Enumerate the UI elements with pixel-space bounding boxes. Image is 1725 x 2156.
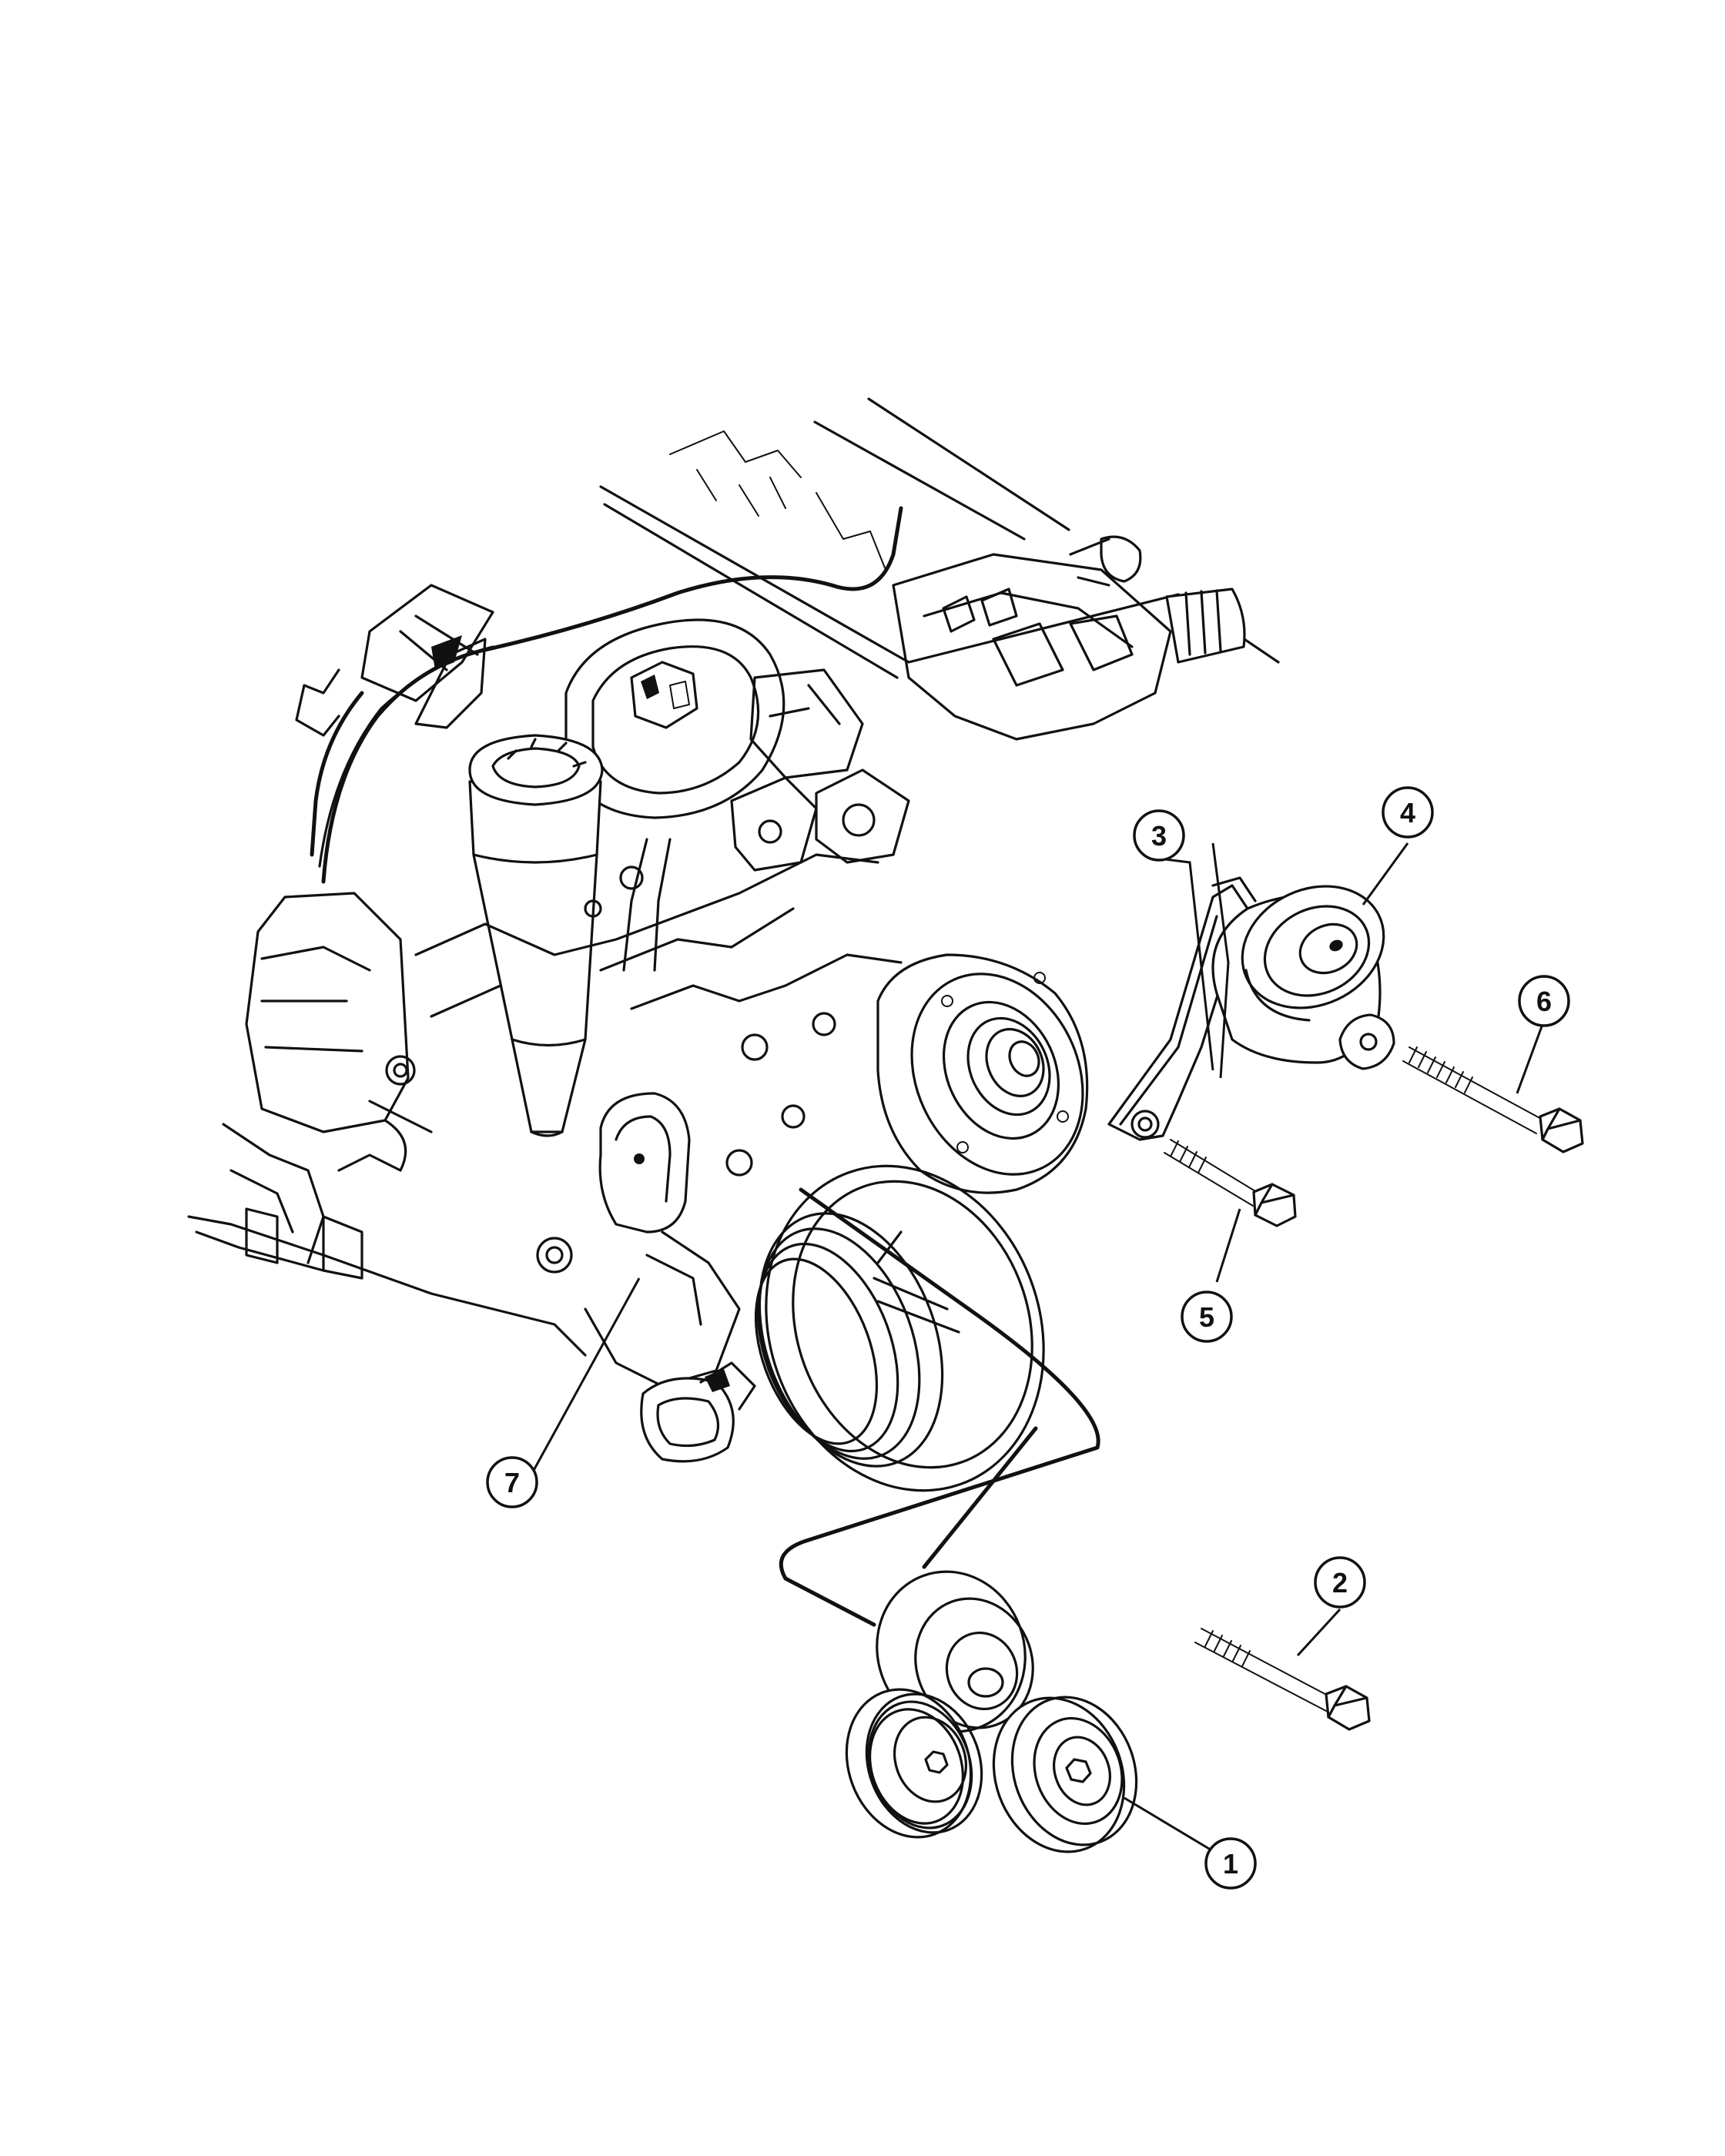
callout-2[interactable]: 2: [1314, 1556, 1366, 1609]
callout-5-label: 5: [1199, 1301, 1214, 1333]
crankshaft-pulley-icon: [754, 1164, 1045, 1492]
callout-4[interactable]: 4: [1382, 786, 1434, 839]
callout-4-label: 4: [1400, 797, 1415, 829]
engine-block-illustration: [187, 397, 1280, 1627]
callout-3-label: 3: [1151, 820, 1167, 852]
drive-belt-path: [779, 1187, 1100, 1627]
callout-7[interactable]: 7: [486, 1456, 538, 1508]
compressor-pulley-icon: [876, 953, 1089, 1194]
callout-6[interactable]: 6: [1518, 975, 1570, 1027]
callout-1[interactable]: 1: [1204, 1837, 1257, 1890]
callout-3[interactable]: 3: [1133, 809, 1185, 862]
callout-5[interactable]: 5: [1181, 1291, 1233, 1343]
callout-1-label: 1: [1223, 1848, 1238, 1880]
bolt-icon: [1194, 1628, 1371, 1731]
idler-pulley-icon: [845, 1570, 1138, 1853]
callout-2-label: 2: [1332, 1567, 1348, 1599]
callout-7-label: 7: [504, 1467, 520, 1498]
bolt-icon: [1402, 1046, 1584, 1153]
tensioner-pulley-icon: [1241, 885, 1385, 1022]
bolt-icon: [1164, 1139, 1297, 1227]
tensioner-assembly: [1107, 876, 1395, 1141]
leader-lines: [530, 842, 1546, 1857]
callout-6-label: 6: [1536, 986, 1552, 1017]
